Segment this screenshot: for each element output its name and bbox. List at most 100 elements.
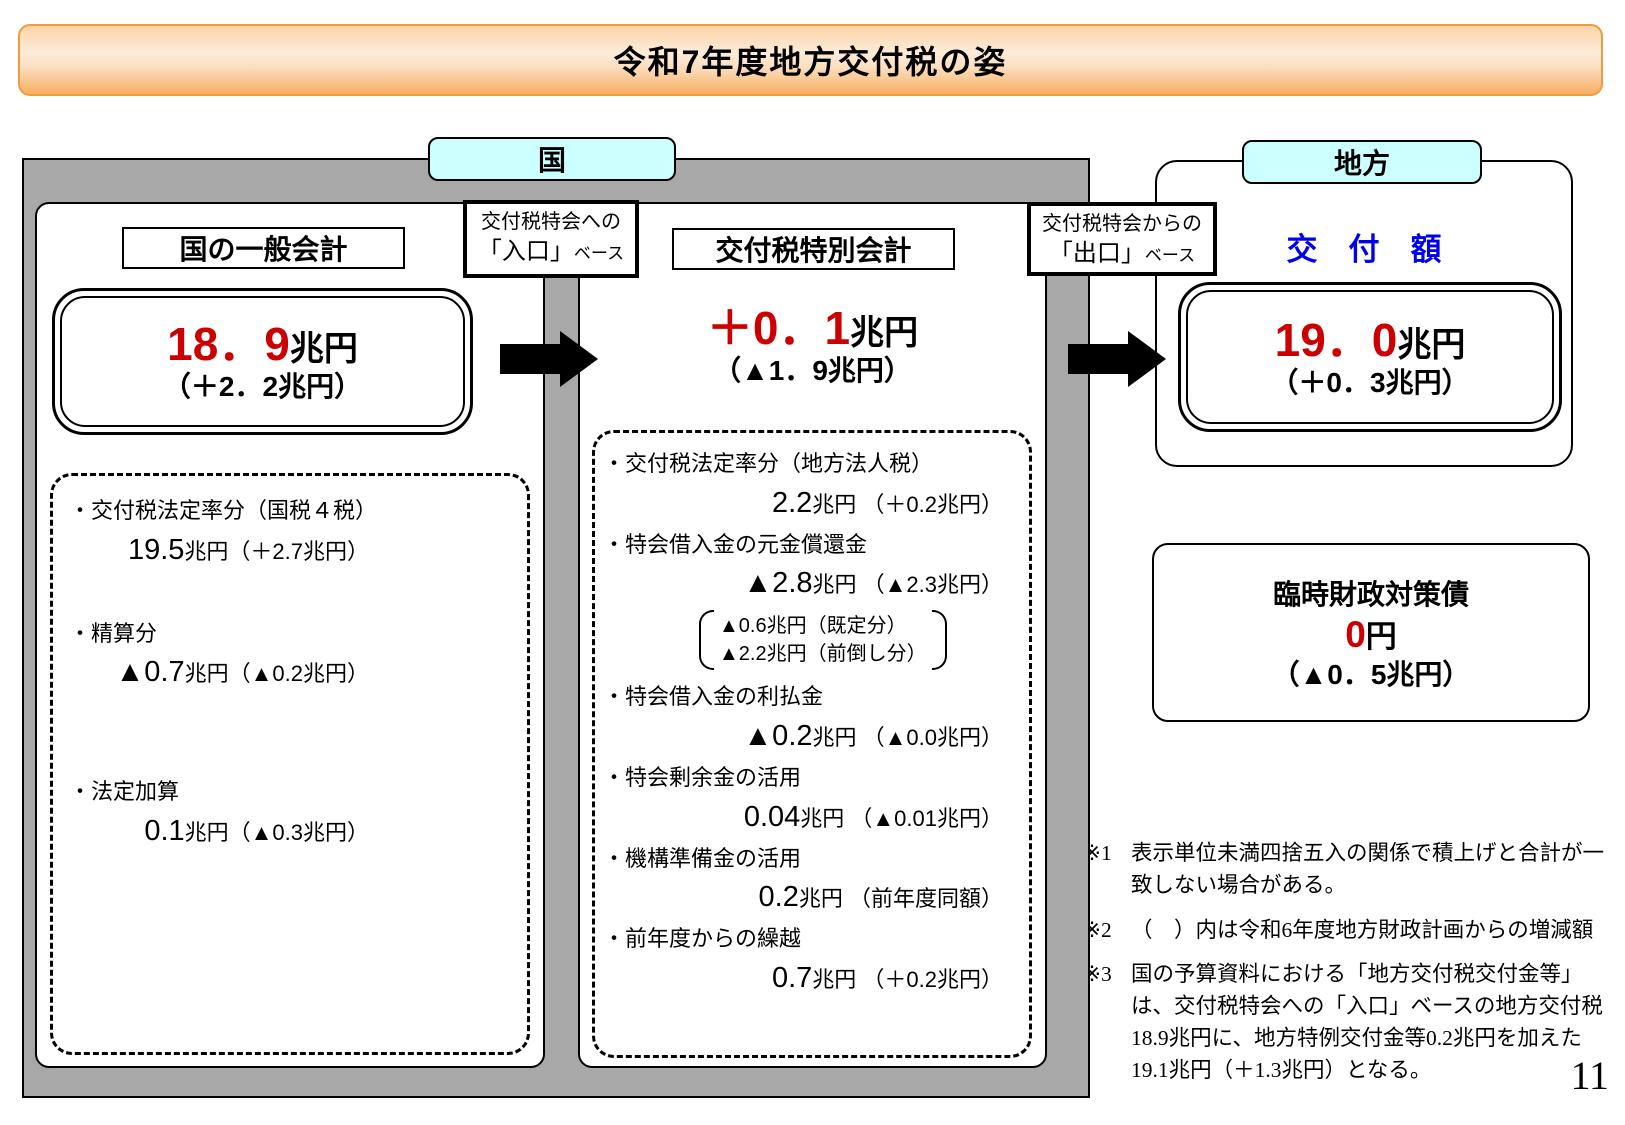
footnote-text: （ ）内は令和6年度地方財政計画からの増減額	[1131, 917, 1594, 942]
detail-item-value-rest: 兆円 （▲0.0兆円）	[812, 725, 1003, 751]
detail-item-value-main: ▲0.2	[743, 720, 813, 753]
detail-item-value-main: ▲2.8	[743, 567, 813, 600]
detail-item-value: 19.5兆円（＋2.7兆円）	[69, 534, 527, 567]
detail-item-value-main: 0.7	[771, 962, 813, 995]
detail-item-value-rest: 兆円（＋2.7兆円）	[184, 538, 369, 564]
repayment-breakdown-bracket: ▲0.6兆円（既定分） ▲2.2兆円（前倒し分）	[699, 610, 947, 671]
detail-item-value: ▲0.7兆円（▲0.2兆円）	[69, 656, 527, 689]
page-title: 令和7年度地方交付税の姿	[613, 44, 1008, 80]
detail-item-value-rest: 兆円 （▲0.01兆円）	[800, 805, 1003, 831]
detail-item-label: ・交付税法定率分（地方法人税）	[603, 451, 934, 476]
temporary-fiscal-bond-box: 臨時財政対策債 0円 （▲0．5兆円）	[1152, 543, 1590, 722]
grant-amount-title: 交 付 額	[1286, 232, 1442, 267]
grant-amount-line: 19．0兆円	[1275, 315, 1466, 366]
entrance-base-bracket: 「入口」	[477, 238, 574, 265]
footnote-text: 表示単位未満四捨五入の関係で積上げと合計が一致しない場合がある。	[1131, 841, 1605, 897]
general-account-change: （＋2．2兆円）	[162, 371, 363, 402]
detail-item-value-main: 0.2	[758, 881, 799, 914]
title-banner: 令和7年度地方交付税の姿	[18, 24, 1603, 96]
temporary-fiscal-bond-title: 臨時財政対策債	[1272, 579, 1469, 611]
exit-base-line2: 「出口」ベース	[1031, 238, 1213, 270]
general-account-header-label: 国の一般会計	[179, 234, 348, 265]
general-account-detail-box: ・交付税法定率分（国税４税） 19.5兆円（＋2.7兆円） ・精算分 ▲0.7兆…	[50, 473, 530, 1055]
grant-amount-box-inner: 19．0兆円 （＋0．3兆円）	[1186, 290, 1554, 424]
detail-item-label: ・特会剰余金の活用	[603, 765, 802, 791]
special-account-amount: ＋0．1	[706, 302, 851, 354]
special-account-amount-block: ＋0．1兆円 （▲1．9兆円）	[578, 303, 1047, 387]
detail-item-value: ▲0.2兆円 （▲0.0兆円）	[603, 720, 1029, 753]
exit-base-suffix: ベース	[1144, 246, 1196, 265]
temporary-fiscal-bond-amount: 0	[1345, 614, 1366, 656]
repayment-breakdown-line: ▲2.2兆円（前倒し分）	[719, 643, 927, 666]
page-number: 11	[1570, 1053, 1609, 1098]
arrow-head	[1128, 331, 1166, 387]
temporary-fiscal-bond-unit: 円	[1365, 619, 1397, 655]
general-account-amount: 18．9	[167, 318, 290, 371]
grant-amount-box: 19．0兆円 （＋0．3兆円）	[1178, 282, 1562, 432]
general-account-amount-box: 18．9兆円 （＋2．2兆円）	[52, 288, 473, 435]
temporary-fiscal-bond-change: （▲0．5兆円）	[1271, 659, 1471, 691]
detail-item-value: ▲2.8兆円 （▲2.3兆円）	[603, 567, 1029, 600]
special-account-detail-box: ・交付税法定率分（地方法人税） 2.2兆円 （＋0.2兆円） ・特会借入金の元金…	[592, 430, 1032, 1058]
left-bracket	[699, 610, 714, 671]
detail-item-value-rest: 兆円（▲0.3兆円）	[184, 820, 369, 846]
grant-amount-change: （＋0．3兆円）	[1270, 366, 1470, 398]
footnote-text: 国の予算資料における「地方交付税交付金等」は、交付税特会への「入口」ベースの地方…	[1131, 962, 1603, 1082]
detail-item-value: 0.1兆円（▲0.3兆円）	[69, 815, 527, 848]
entrance-base-line2: 「入口」ベース	[467, 236, 635, 268]
local-tag: 地方	[1242, 140, 1482, 184]
special-account-amount-line: ＋0．1兆円	[578, 303, 1047, 354]
detail-item-value: 0.2兆円 （前年度同額）	[603, 881, 1029, 914]
entrance-base-label: 交付税特会への 「入口」ベース	[463, 200, 639, 278]
entrance-base-suffix: ベース	[573, 244, 625, 263]
detail-item-value: 0.04兆円 （▲0.01兆円）	[603, 801, 1029, 834]
temporary-fiscal-bond-amount-line: 0円	[1345, 615, 1397, 656]
detail-item-label: ・前年度からの繰越	[603, 926, 802, 952]
detail-item-label: ・特会借入金の利払金	[603, 684, 824, 710]
detail-item-value-main: 0.04	[743, 800, 801, 833]
detail-item-value-rest: 兆円 （▲2.3兆円）	[812, 572, 1003, 598]
special-account-header-label: 交付税特別会計	[715, 235, 912, 266]
detail-item-value-main: ▲0.7	[115, 656, 185, 689]
arrow-shaft	[500, 344, 560, 374]
grant-amount-unit: 兆円	[1397, 325, 1466, 364]
general-account-header: 国の一般会計	[122, 227, 405, 269]
arrow-shaft	[1068, 344, 1128, 374]
flow-arrow-exit	[1068, 331, 1166, 387]
repayment-breakdown-line: ▲0.6兆円（既定分）	[719, 615, 907, 638]
repayment-breakdown: ▲0.6兆円（既定分） ▲2.2兆円（前倒し分）	[714, 610, 932, 670]
local-tag-label: 地方	[1333, 148, 1390, 179]
footnote: ※3 国の予算資料における「地方交付税交付金等」は、交付税特会への「入口」ベース…	[1083, 959, 1613, 1086]
entrance-base-line1: 交付税特会への	[481, 211, 621, 233]
flow-arrow-entrance	[500, 331, 598, 387]
exit-base-line1: 交付税特会からの	[1042, 213, 1202, 235]
footnotes: ※1 表示単位未満四捨五入の関係で積上げと合計が一致しない場合がある。 ※2 （…	[1083, 838, 1613, 1100]
footnote-mark: ※3	[1083, 962, 1112, 987]
footnote: ※1 表示単位未満四捨五入の関係で積上げと合計が一致しない場合がある。	[1083, 838, 1613, 902]
general-account-amount-box-inner: 18．9兆円 （＋2．2兆円）	[60, 296, 465, 427]
detail-item-label: ・特会借入金の元金償還金	[603, 531, 868, 557]
detail-item-value-rest: 兆円（▲0.2兆円）	[184, 661, 369, 687]
detail-item-value-rest: 兆円 （＋0.2兆円）	[812, 491, 1003, 517]
detail-item-label: ・精算分	[69, 620, 158, 646]
footnote-mark: ※2	[1083, 917, 1112, 942]
detail-item-value: 2.2兆円 （＋0.2兆円）	[603, 487, 1029, 520]
detail-item-value-main: 0.1	[144, 815, 185, 848]
detail-item-value-rest: 兆円 （＋0.2兆円）	[812, 967, 1003, 993]
detail-item-value-main: 2.2	[771, 486, 813, 519]
general-account-amount-unit: 兆円	[289, 330, 358, 369]
detail-item-value: 0.7兆円 （＋0.2兆円）	[603, 962, 1029, 995]
national-tag: 国	[428, 137, 676, 181]
footnote-mark: ※1	[1083, 841, 1112, 865]
general-account-amount-line: 18．9兆円	[167, 319, 358, 370]
detail-item-label: ・交付税法定率分（国税４税）	[69, 498, 378, 523]
special-account-header: 交付税特別会計	[672, 228, 955, 270]
right-bracket	[931, 610, 947, 671]
detail-item-label: ・機構準備金の活用	[603, 845, 802, 871]
exit-base-bracket: 「出口」	[1048, 240, 1145, 267]
special-account-change: （▲1．9兆円）	[713, 354, 912, 386]
detail-item-label: ・法定加算	[69, 779, 180, 805]
special-account-amount-unit: 兆円	[850, 314, 919, 352]
national-tag-label: 国	[537, 145, 566, 176]
exit-base-label: 交付税特会からの 「出口」ベース	[1027, 202, 1217, 276]
